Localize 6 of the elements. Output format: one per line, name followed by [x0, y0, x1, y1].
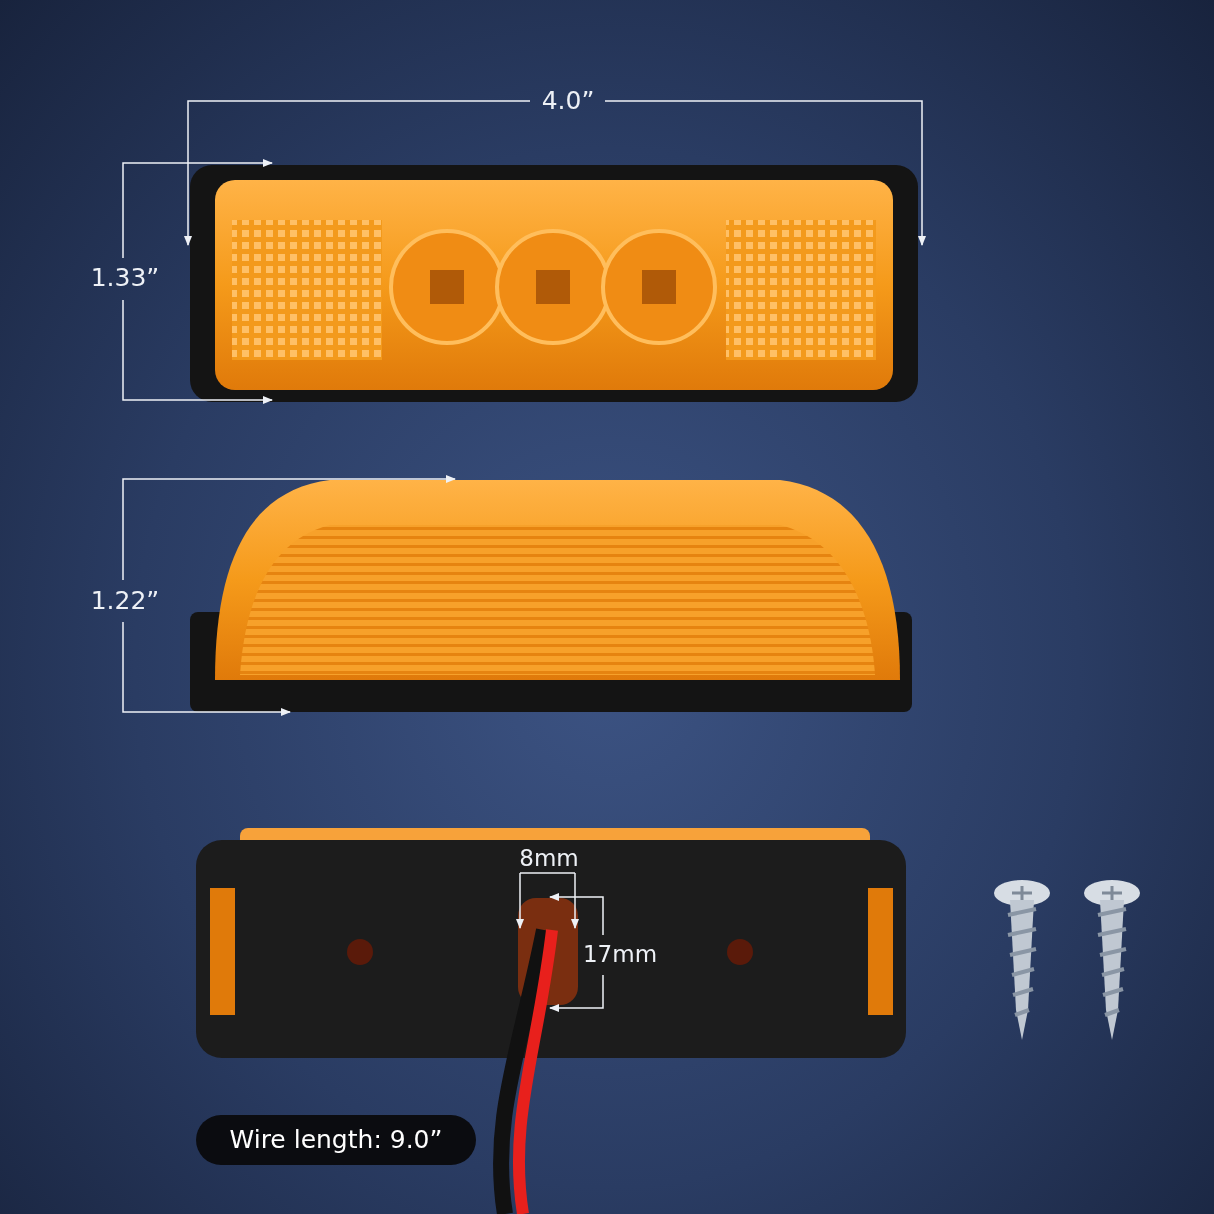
dimension-label: 1.22”: [90, 586, 160, 616]
dimension-label: 17mm: [582, 940, 658, 969]
dimension-label: 8mm: [519, 844, 579, 873]
dimension-label: 1.33”: [90, 263, 160, 293]
wire-length-badge: Wire length: 9.0”: [196, 1115, 476, 1165]
dimension-label: 4.0”: [541, 86, 595, 116]
